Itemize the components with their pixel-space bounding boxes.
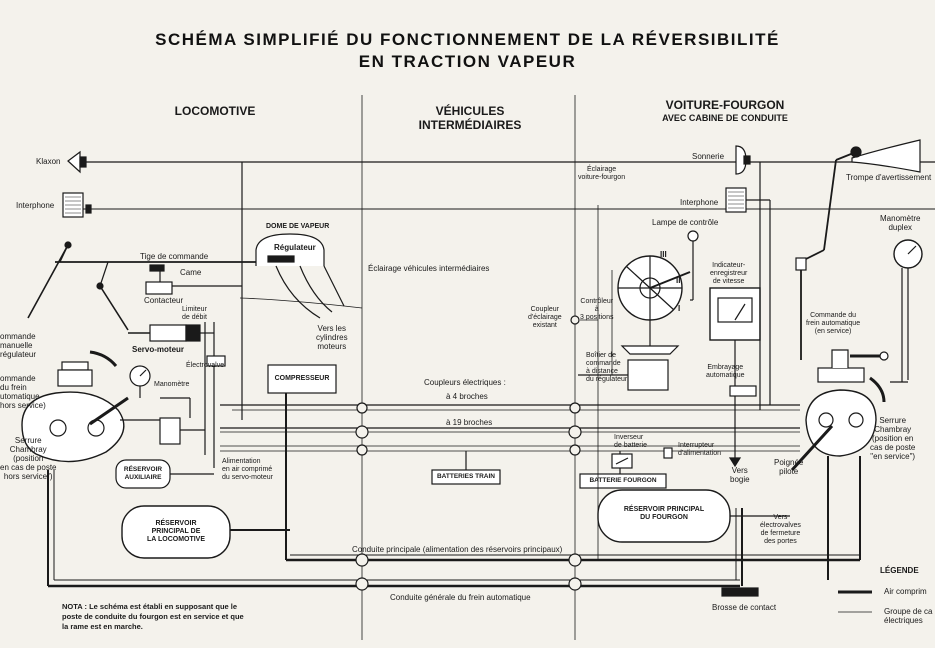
label-position-1: I: [678, 304, 681, 313]
label-position-2: II: [676, 276, 681, 285]
sonnerie-icon: [735, 145, 751, 175]
label-electrovalve: Électrovalve: [186, 362, 225, 369]
label-conduite-generale: Conduite générale du frein automatique: [390, 593, 531, 602]
label-batterie-fourgon: BATTERIE FOURGON: [589, 477, 657, 484]
legend-title: LÉGENDE: [880, 566, 919, 575]
embrayage-automatique: [729, 385, 757, 397]
label-lampe-controle: Lampe de contrôle: [652, 218, 719, 227]
label-19-broches: à 19 broches: [446, 418, 493, 427]
nota-text: NOTA : Le schéma est établi en supposant…: [62, 602, 244, 631]
brosse-contact: [721, 587, 759, 597]
label-coupleurs-electriques: Coupleurs électriques :: [424, 378, 506, 387]
label-trompe: Trompe d'avertissement: [846, 173, 932, 182]
label-interphone-fourgon: Interphone: [680, 198, 719, 207]
serrure-chambray-fourgon: [805, 389, 877, 457]
contacteur-box: [145, 281, 173, 295]
batterie-fourgon-box: [579, 473, 667, 489]
electrovalve: [206, 355, 226, 367]
label-conduite-principale: Conduite principale (alimentation des ré…: [352, 545, 563, 554]
label-brosse-contact: Brosse de contact: [712, 603, 777, 612]
label-regulateur: Régulateur: [274, 243, 316, 252]
trompe-icon: [850, 139, 921, 173]
diagram-title-line1: SCHÉMA SIMPLIFIÉ DU FONCTIONNEMENT DE LA…: [155, 30, 780, 49]
servo-moteur: [149, 324, 187, 342]
label-klaxon: Klaxon: [36, 157, 61, 166]
section-voiture-fourgon-sub: AVEC CABINE DE CONDUITE: [662, 113, 788, 123]
label-tige-commande: Tige de commande: [140, 252, 209, 261]
label-eclairage-vehicules: Éclairage véhicules intermédiaires: [368, 264, 490, 273]
label-contacteur: Contacteur: [144, 296, 184, 305]
klaxon-icon: [67, 150, 87, 174]
lampe-controle-icon: [687, 230, 699, 242]
section-voiture-fourgon: VOITURE-FOURGON: [665, 98, 785, 112]
label-manometre-loco: Manomètre: [154, 381, 190, 388]
diagram-title-line2: EN TRACTION VAPEUR: [358, 52, 577, 71]
serrure-chambray-loco: [21, 391, 125, 463]
label-position-3: III: [660, 250, 667, 259]
interrupteur: [663, 447, 673, 459]
boitier-commande: [627, 359, 669, 391]
label-dome-vapeur: DOME DE VAPEUR: [266, 223, 330, 230]
label-came: Came: [180, 268, 202, 277]
section-locomotive: LOCOMOTIVE: [174, 104, 256, 118]
label-compresseur: COMPRESSEUR: [274, 375, 330, 382]
label-servo-moteur: Servo-moteur: [132, 345, 185, 354]
label-4-broches: à 4 broches: [446, 392, 488, 401]
compresseur-box: [267, 364, 337, 394]
label-batteries-train: BATTERIES TRAIN: [436, 473, 496, 480]
label-interphone-loco: Interphone: [16, 201, 55, 210]
legend-air: Air comprim: [884, 587, 927, 596]
label-sonnerie: Sonnerie: [692, 152, 725, 161]
reservoir-principal-loco: [121, 505, 231, 559]
